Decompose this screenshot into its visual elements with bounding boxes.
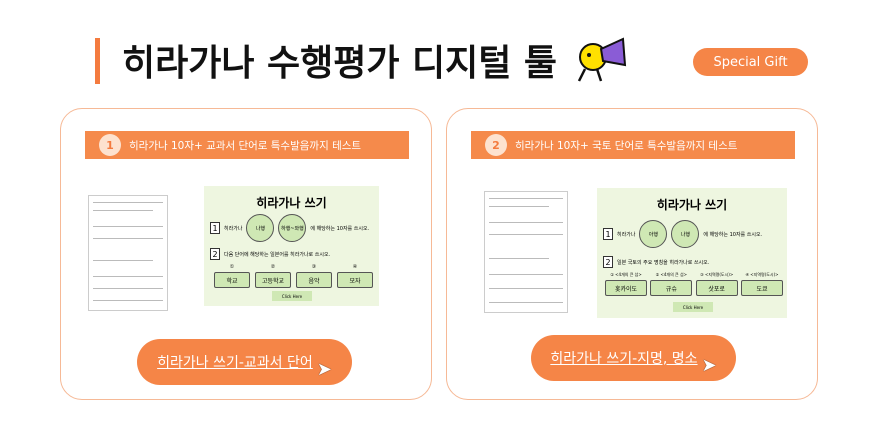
option-label: ④ <지역명(도시)> [745, 272, 779, 277]
card-heading: 1 히라가나 10자+ 교과서 단어로 특수발음까지 테스트 [85, 131, 409, 159]
option: ③ <지역명(도시)> 삿포로 [695, 272, 738, 296]
row-circle: 하행~와행 [278, 214, 307, 242]
special-gift-badge: Special Gift [693, 48, 808, 76]
option-word: 삿포로 [695, 280, 738, 296]
option: ② 고등학교 [255, 264, 291, 288]
option-label: ① <4개의 큰 섬> [610, 272, 642, 277]
option-word: 학교 [214, 272, 250, 288]
row-circle: 나행 [246, 214, 275, 242]
q-number: 1 [603, 228, 613, 240]
q-number: 1 [210, 222, 220, 234]
q-text: 일본 국토의 주요 명칭을 히라가나로 쓰시오. [617, 259, 710, 266]
pointer-cursor-icon: ➤ [316, 358, 332, 380]
card-heading: 2 히라가나 10자+ 국토 단어로 특수발음까지 테스트 [471, 131, 795, 159]
preview-title: 히라가나 쓰기 [656, 198, 728, 212]
heading-text: 히라가나 10자+ 교과서 단어로 특수발음까지 테스트 [129, 139, 362, 152]
option: ④ 모자 [337, 264, 373, 288]
option-label: ② [270, 264, 276, 270]
worksheet-thumbnail [484, 191, 568, 313]
option-label: ③ [311, 264, 317, 270]
q-number: 2 [210, 248, 220, 260]
option-word: 도쿄 [740, 280, 783, 296]
question-2: 2 다음 단어에 해당하는 일본어를 히라가나로 쓰시오. [210, 248, 375, 260]
question-2: 2 일본 국토의 주요 명칭을 히라가나로 쓰시오. [603, 256, 783, 268]
option-label: ③ <지역명(도시)> [700, 272, 734, 277]
option-label: ④ [352, 264, 358, 270]
megaphone-mascot-icon [577, 37, 627, 82]
row-circle: 아행 [639, 220, 668, 248]
q-text: 에 해당하는 10자를 쓰시오. [703, 231, 763, 238]
option: ① 학교 [214, 264, 250, 288]
worksheet-thumbnail [88, 195, 168, 311]
option-word: 홋카이도 [605, 280, 647, 296]
button-label: 히라가나 쓰기-지명, 명소 [550, 351, 698, 367]
pointer-cursor-icon: ➤ [701, 354, 717, 376]
click-here-label: Click Here [272, 291, 312, 301]
option-label: ② <4개의 큰 섬> [655, 272, 688, 277]
option-word: 고등학교 [255, 272, 291, 288]
preview-title: 히라가나 쓰기 [256, 196, 327, 210]
q-text: 히라가나 [224, 225, 243, 232]
step-number: 1 [99, 134, 121, 156]
click-here-label: Click Here [673, 302, 713, 312]
place-names-button[interactable]: 히라가나 쓰기-지명, 명소➤ [531, 335, 736, 381]
button-label: 히라가나 쓰기-교과서 단어 [157, 355, 313, 371]
option: ① <4개의 큰 섬> 홋카이도 [605, 272, 647, 296]
textbook-words-button[interactable]: 히라가나 쓰기-교과서 단어➤ [137, 339, 352, 385]
step-number: 2 [485, 134, 507, 156]
option-word: 모자 [337, 272, 373, 288]
title-row: 히라가나 수행평가 디지털 툴 [122, 34, 631, 86]
q-text: 에 해당하는 10자를 쓰시오. [310, 225, 370, 232]
option-word: 음악 [296, 272, 332, 288]
option: ② <4개의 큰 섬> 규슈 [650, 272, 693, 296]
q-text: 다음 단어에 해당하는 일본어를 히라가나로 쓰시오. [224, 251, 331, 258]
row-circle: 나행 [671, 220, 700, 248]
option: ④ <지역명(도시)> 도쿄 [740, 272, 783, 296]
page-title: 히라가나 수행평가 디지털 툴 [122, 43, 558, 84]
q-text: 히라가나 [617, 231, 636, 238]
q-number: 2 [603, 256, 613, 268]
title-accent-bar [95, 38, 100, 84]
option-label: ① [229, 264, 235, 270]
heading-text: 히라가나 10자+ 국토 단어로 특수발음까지 테스트 [515, 139, 738, 152]
option: ③ 음악 [296, 264, 332, 288]
option-word: 규슈 [650, 280, 693, 296]
